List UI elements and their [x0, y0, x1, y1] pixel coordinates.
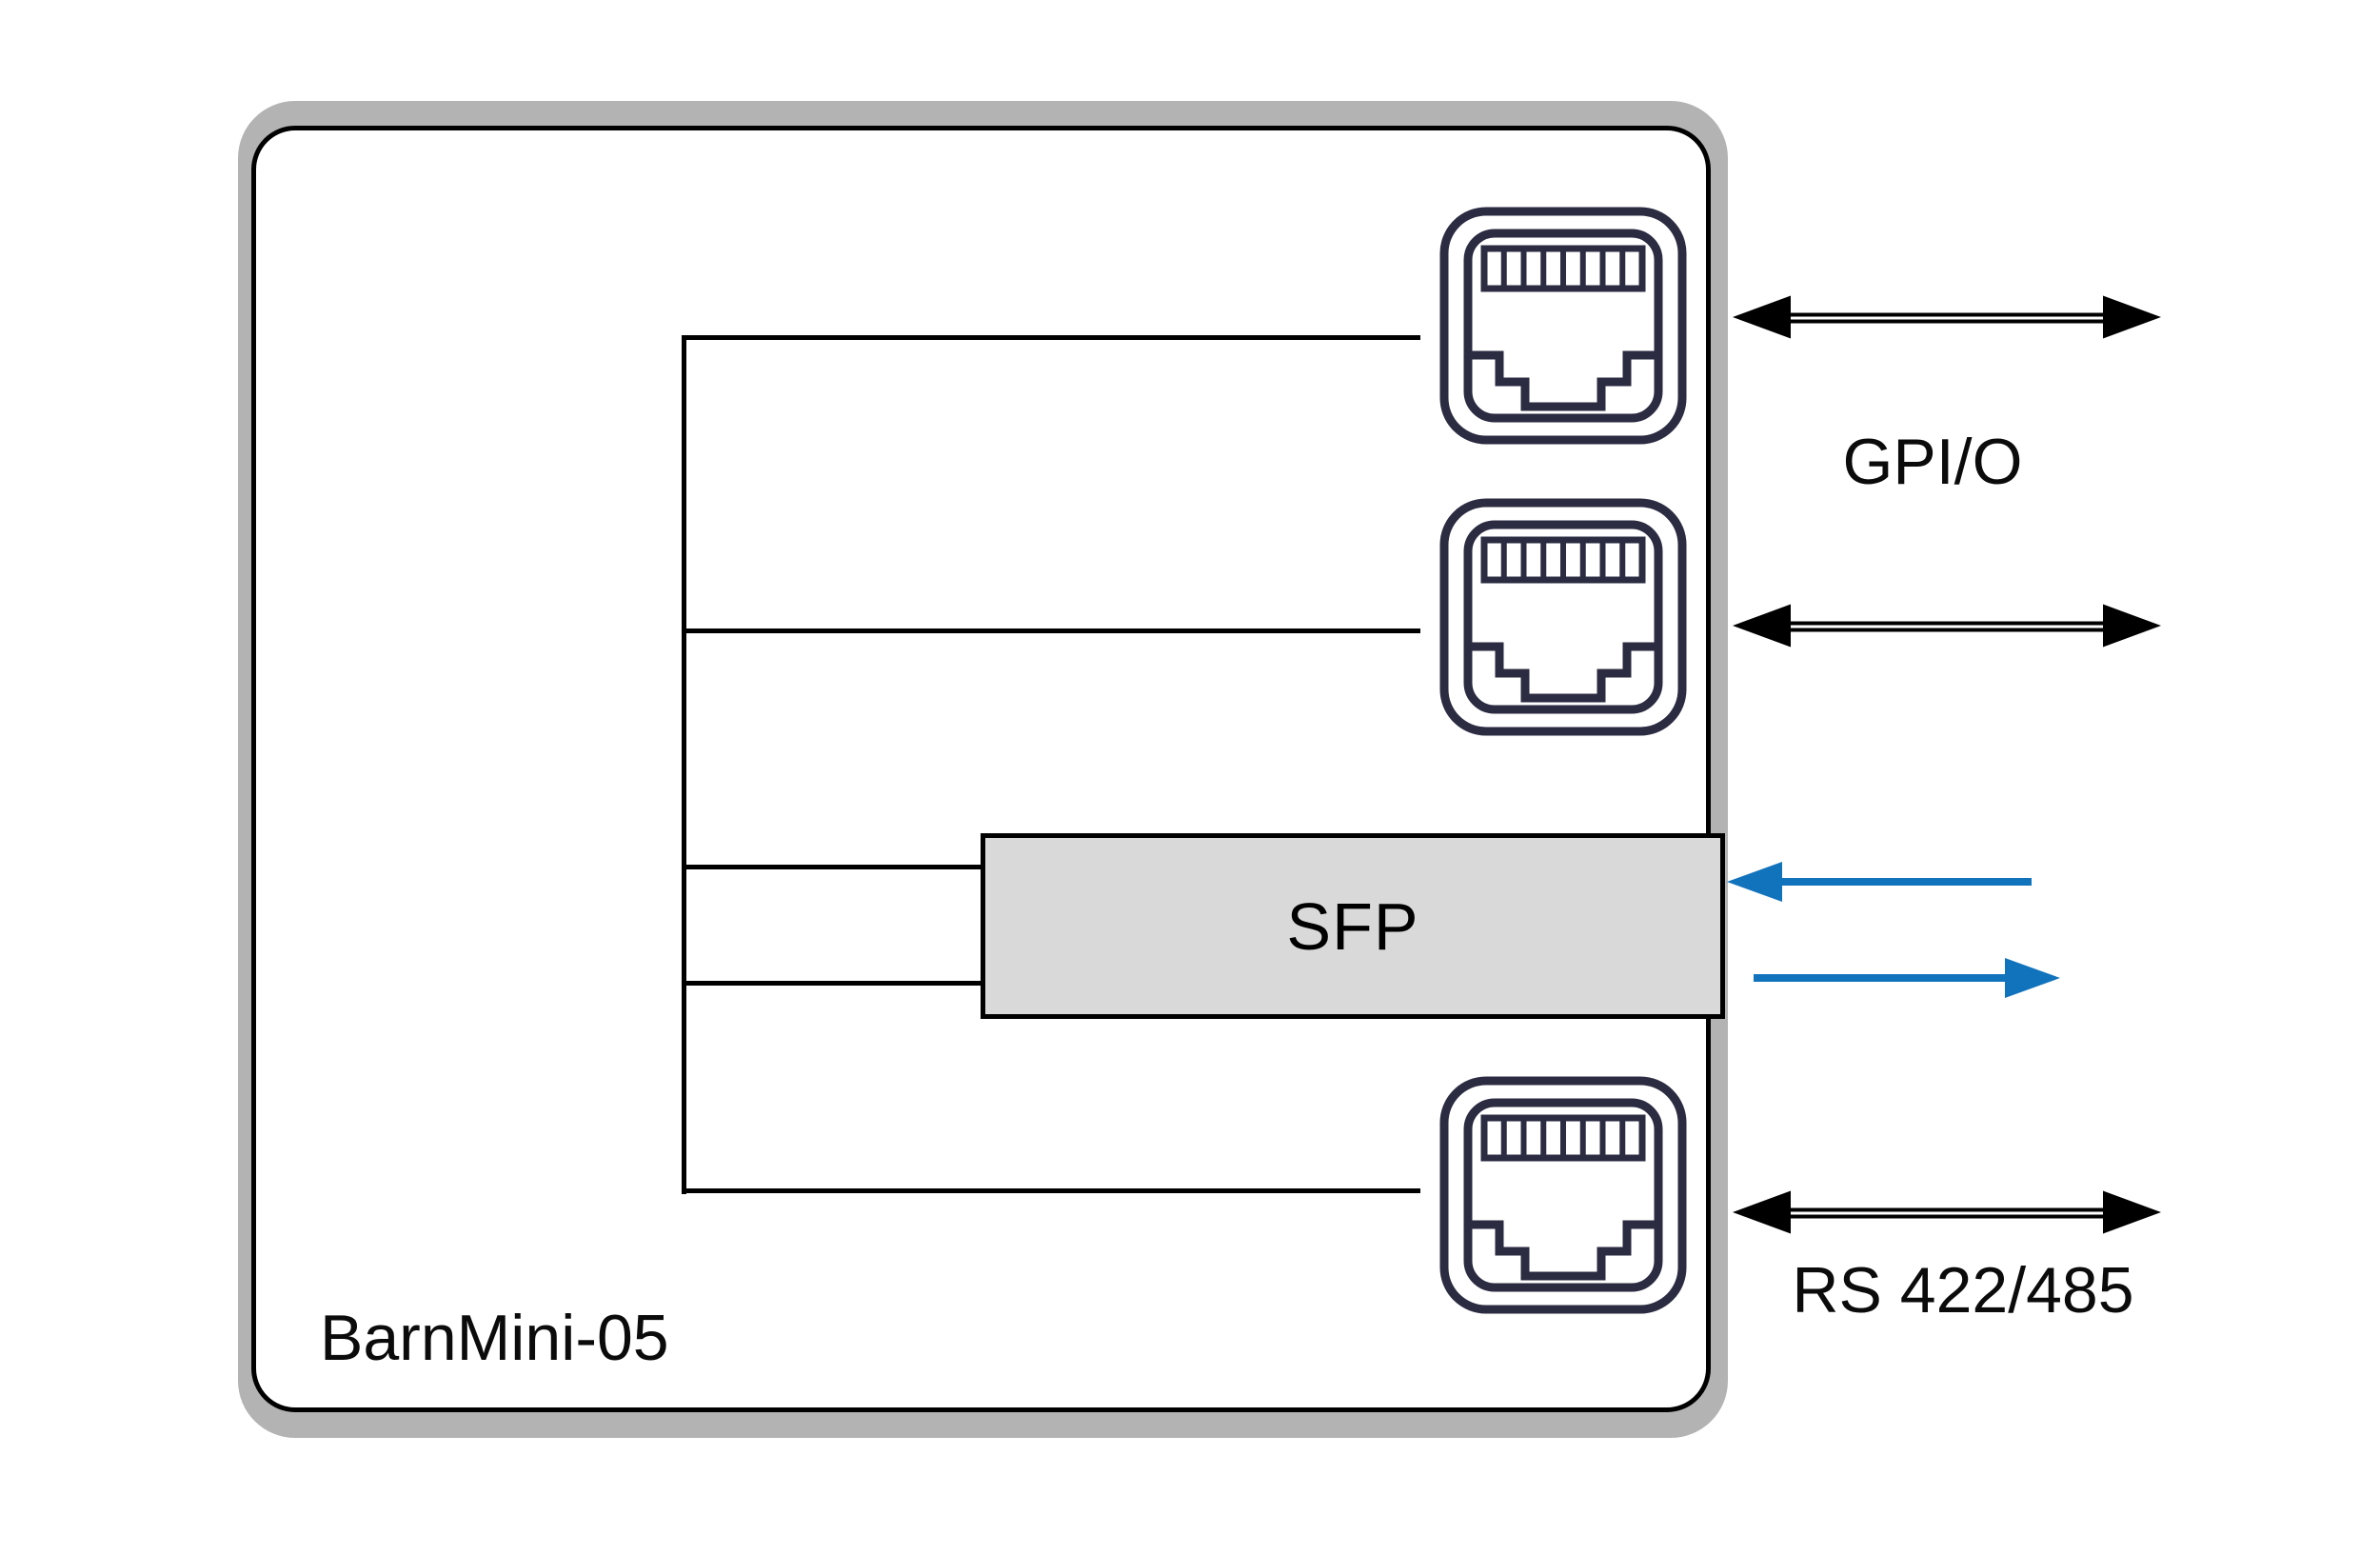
- sfp-module: SFP: [981, 833, 1725, 1019]
- signal-line-port3: [682, 1188, 1420, 1193]
- signal-bus-vertical: [682, 335, 686, 1194]
- signal-line-port2: [682, 628, 1420, 633]
- serial-label: RS 422/485: [1792, 1254, 2134, 1327]
- gpio-label: GPI/O: [1842, 426, 2023, 498]
- sfp-rx-arrow: [1727, 862, 2032, 902]
- gpio-arrow-bottom: [1733, 604, 2161, 648]
- sfp-tx-arrow: [1754, 958, 2060, 998]
- rj45-port-icon: [1439, 498, 1687, 736]
- serial-arrow: [1733, 1190, 2161, 1234]
- rj45-port-icon: [1439, 207, 1687, 445]
- rj45-port-icon: [1439, 1076, 1687, 1314]
- device-label: BarnMini-05: [320, 1302, 669, 1374]
- sfp-label: SFP: [1286, 888, 1419, 964]
- gpio-arrow-top: [1733, 295, 2161, 339]
- signal-line-port1: [682, 335, 1420, 340]
- signal-line-sfp-top: [682, 865, 982, 869]
- signal-line-sfp-bottom: [682, 981, 982, 986]
